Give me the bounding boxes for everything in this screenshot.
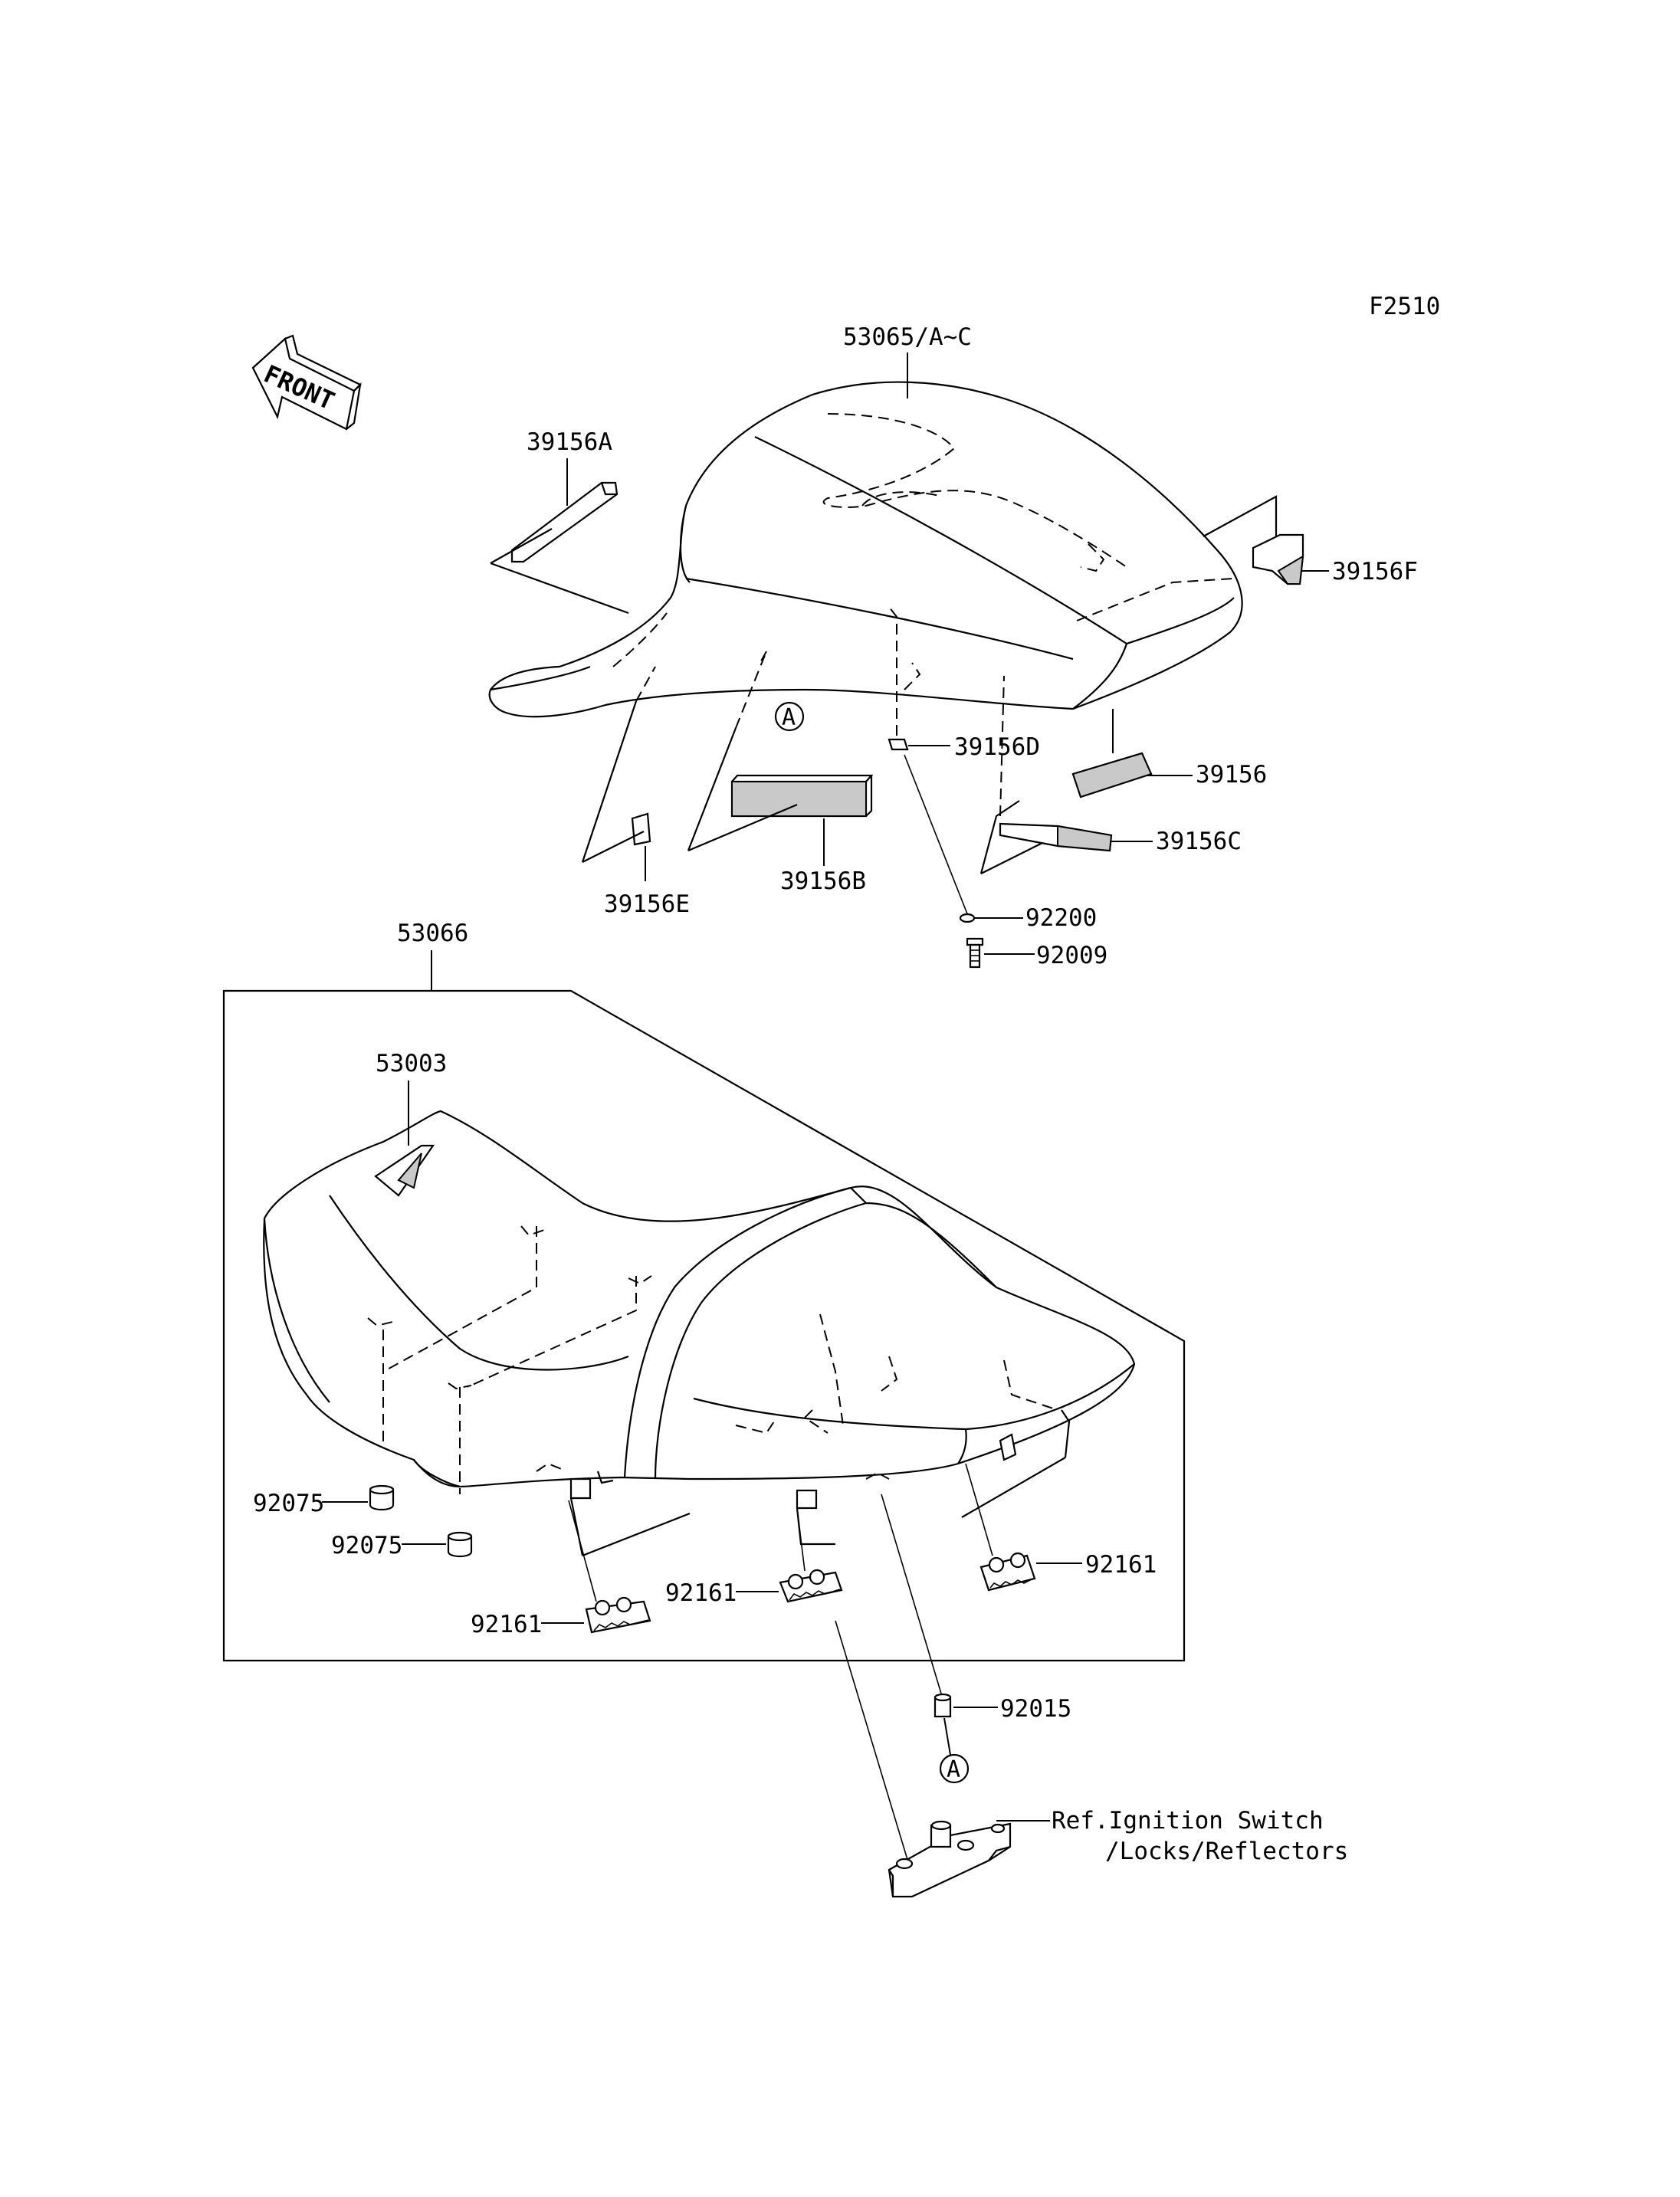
ref-line-2: /Locks/Reflectors: [1105, 1838, 1348, 1865]
svg-text:A: A: [782, 704, 796, 731]
callout-a-lower: A: [939, 1753, 970, 1784]
label-washer: 92200: [1025, 904, 1097, 932]
figure-code: F2510: [1369, 293, 1440, 320]
bracket-l: [585, 1596, 651, 1634]
label-bracket-m: 92161: [665, 1579, 737, 1607]
svg-text:A: A: [947, 1756, 960, 1783]
label-damper-2: 92075: [331, 1532, 402, 1559]
front-arrow-icon: FRONT: [251, 334, 362, 431]
ref-line-1: Ref.Ignition Switch: [1052, 1807, 1324, 1835]
label-pad-f: 39156F: [1332, 558, 1418, 585]
label-pad-c: 39156C: [1156, 828, 1242, 855]
label-pad-b: 39156B: [780, 867, 866, 895]
label-pad-d: 39156D: [954, 733, 1040, 761]
label-bracket-l: 92161: [471, 1611, 542, 1638]
label-pad: 39156: [1196, 761, 1267, 789]
label-seat-cover: 53003: [376, 1050, 447, 1077]
label-damper-1: 92075: [253, 1490, 324, 1517]
label-collar: 92015: [1000, 1695, 1071, 1723]
label-pad-e: 39156E: [604, 890, 690, 918]
bolt-icon: [966, 937, 984, 969]
label-rear-seat: 53065/A~C: [843, 323, 972, 351]
label-bolt-rear: 92009: [1036, 942, 1107, 969]
damper-2: [447, 1531, 473, 1558]
callout-a-upper: A: [774, 701, 805, 732]
main-seat: [263, 1110, 1136, 1488]
collar-icon: [934, 1693, 952, 1718]
seat-assy-box: [222, 989, 1186, 1662]
label-pad-a: 39156A: [527, 428, 612, 456]
rear-seat: [488, 381, 1243, 718]
lock-bracket: [888, 1820, 1012, 1898]
bracket-r: [979, 1552, 1036, 1592]
label-seat-assy: 53066: [397, 920, 468, 947]
bracket-m: [779, 1569, 843, 1603]
damper-1: [369, 1484, 395, 1511]
label-bracket-r: 92161: [1085, 1551, 1157, 1579]
